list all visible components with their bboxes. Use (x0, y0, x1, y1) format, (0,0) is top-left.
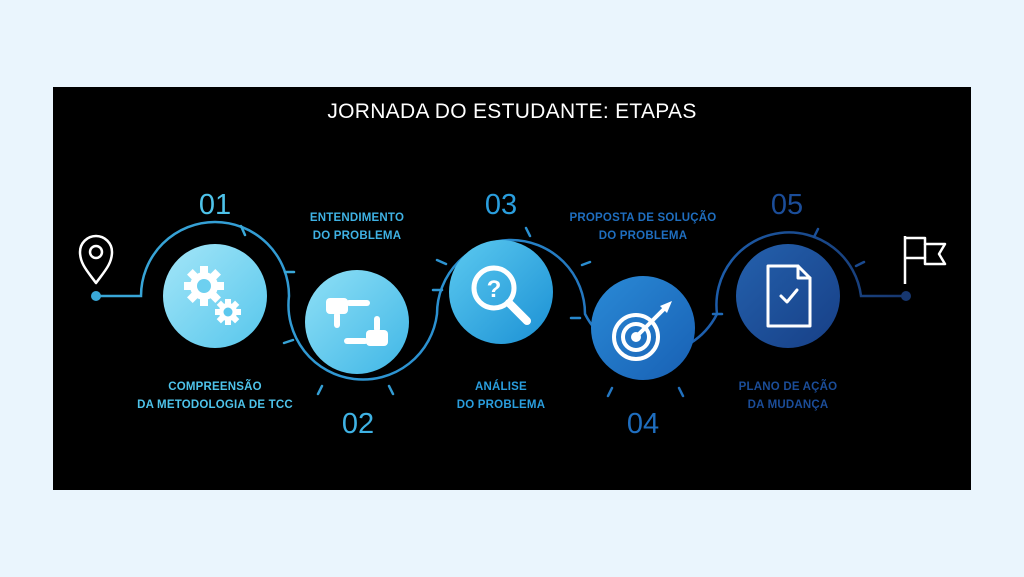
flag-icon (903, 236, 947, 284)
step-label-1: COMPREENSÃO DA METODOLOGIA DE TCC (125, 378, 305, 414)
step-label-3-line1: ANÁLISE (475, 381, 527, 393)
step-circle-2 (305, 270, 409, 374)
magnifier-question-icon: ? (471, 265, 531, 325)
step-circle-5 (736, 244, 840, 348)
step-number-1: 01 (198, 189, 232, 221)
step-label-4: PROPOSTA DE SOLUÇÃO DO PROBLEMA (563, 209, 723, 245)
step-label-3: ANÁLISE DO PROBLEMA (441, 378, 561, 414)
step-number-4: 04 (626, 408, 660, 440)
document-check-icon (766, 264, 812, 328)
svg-text:?: ? (487, 276, 502, 303)
path-ticks (239, 224, 866, 398)
target-icon (612, 301, 672, 361)
end-dot (901, 291, 911, 301)
start-dot (91, 291, 101, 301)
step-number-2: 02 (341, 408, 375, 440)
step-label-4-line1: PROPOSTA DE SOLUÇÃO (569, 212, 717, 224)
step-label-5: PLANO DE AÇÃO DA MUDANÇA (723, 378, 853, 414)
step-label-5-line2: DA MUDANÇA (747, 399, 829, 411)
location-pin-icon (78, 234, 114, 285)
step-label-2: ENTENDIMENTO DO PROBLEMA (287, 209, 427, 245)
page-title: JORNADA DO ESTUDANTE: ETAPAS (327, 100, 697, 123)
step-label-1-line1: COMPREENSÃO (168, 381, 262, 393)
gears-icon (184, 266, 241, 325)
step-label-3-line2: DO PROBLEMA (456, 399, 546, 411)
step-label-2-line2: DO PROBLEMA (312, 230, 402, 242)
step-label-4-line2: DO PROBLEMA (598, 230, 688, 242)
step-number-5: 05 (770, 189, 804, 221)
pointing-hands-icon (326, 298, 388, 346)
step-label-2-line1: ENTENDIMENTO (309, 212, 405, 224)
step-label-1-line2: DA METODOLOGIA DE TCC (137, 399, 293, 411)
step-number-3: 03 (484, 189, 518, 221)
step-label-5-line1: PLANO DE AÇÃO (738, 381, 838, 393)
